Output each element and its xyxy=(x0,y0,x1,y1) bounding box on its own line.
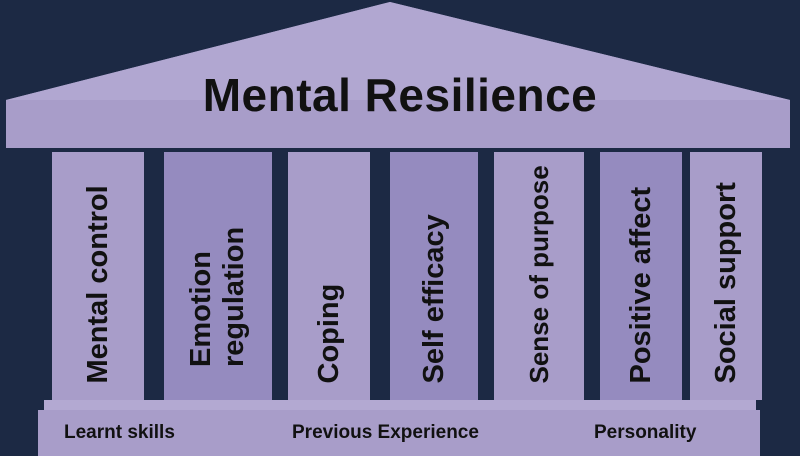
roof-gable xyxy=(6,2,790,100)
diagram-title: Mental Resilience xyxy=(202,69,598,121)
pillar-self-efficacy: Self efficacy xyxy=(390,152,478,400)
pillar-label: Sense of purpose xyxy=(523,165,554,384)
foundation-step xyxy=(44,400,756,412)
pillar-sense-of-purpose: Sense of purpose xyxy=(494,152,584,400)
pillar-positive-affect: Positive affect xyxy=(600,152,682,400)
pillar-emotion-regulation: Emotion regulation xyxy=(164,152,272,400)
pillar-label: Emotion regulation xyxy=(185,226,250,367)
temple-roof xyxy=(6,2,790,148)
pillar-label: Self efficacy xyxy=(417,214,450,384)
foundation-label-learnt-skills: Learnt skills xyxy=(64,422,175,443)
pillar-mental-control: Mental control xyxy=(52,152,144,400)
pillar-coping: Coping xyxy=(288,152,370,400)
foundation-base xyxy=(38,410,760,456)
pillar-label: Positive affect xyxy=(624,186,657,384)
pillar-label: Mental control xyxy=(81,185,114,384)
pillar-label: Social support xyxy=(709,182,742,384)
pillar-label: Coping xyxy=(312,283,345,384)
pillar-social-support: Social support xyxy=(690,152,762,400)
foundation-label-personality: Personality xyxy=(594,422,697,443)
foundation-label-previous-experience: Previous Experience xyxy=(292,422,479,443)
